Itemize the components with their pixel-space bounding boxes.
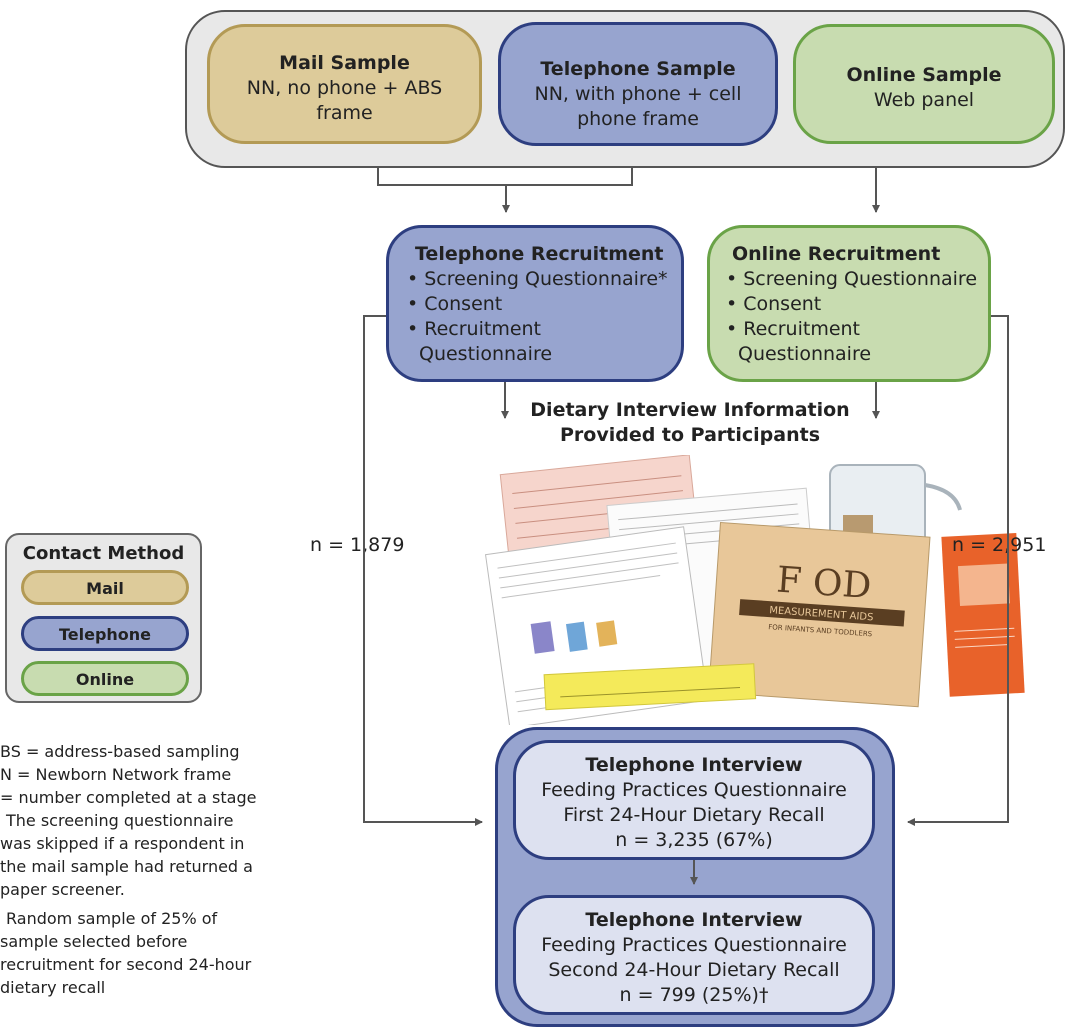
telephone-sample-box: Telephone Sample NN, with phone + cell p… [498,22,778,146]
materials-photo: F OD MEASUREMENT AIDS FOR INFANTS AND TO… [485,455,1025,725]
first-interview-title: Telephone Interview [585,754,803,776]
info-heading-line1: Dietary Interview Information [530,399,850,421]
telephone-recruitment-box: Telephone Recruitment • Screening Questi… [386,225,684,382]
left-bypass-line [363,315,483,826]
online-sample-title: Online Sample [846,64,1002,86]
footnote-line: paper screener. [0,880,125,899]
telephone-sample-desc: NN, with phone + cell phone frame [534,83,742,130]
info-heading-line2: Provided to Participants [559,424,821,446]
first-interview-line3: n = 3,235 (67%) [615,829,773,851]
list-item: • Screening Questionnaire* [407,268,668,290]
online-sample-desc: Web panel [873,89,975,111]
list-item: • Consent [407,293,503,315]
footnote-line: sample selected before [0,932,188,951]
second-interview-line3: n = 799 (25%)† [619,984,769,1006]
footnote-line: The screening questionnaire [6,811,234,830]
legend-title: Contact Method [22,543,185,564]
footnote-line: BS = address-based sampling [0,742,240,761]
first-interview-line2: First 24-Hour Dietary Recall [563,804,825,826]
info-heading: Dietary Interview Information Provided t… [500,398,880,448]
second-interview-line1: Feeding Practices Questionnaire [541,934,847,956]
second-interview-line2: Second 24-Hour Dietary Recall [548,959,840,981]
footnote-line: was skipped if a respondent in [0,834,245,853]
online-sample-box: Online Sample Web panel [793,24,1055,144]
sample-bracket [377,168,633,186]
telephone-recruitment-list: • Screening Questionnaire* • Consent • R… [407,267,681,367]
first-interview-line1: Feeding Practices Questionnaire [541,779,847,801]
footnotes: BS = address-based sampling N = Newborn … [0,741,300,1000]
legend-telephone: Telephone [21,616,189,651]
legend-mail-label: Mail [86,579,124,598]
food-logo-text: F OD [775,560,872,608]
telephone-recruitment-title: Telephone Recruitment [415,243,664,265]
online-recruitment-title: Online Recruitment [732,243,941,265]
list-item: • Recruitment [726,318,861,340]
telephone-sample-title: Telephone Sample [540,58,736,80]
online-recruitment-box: Online Recruitment • Screening Questionn… [707,225,991,382]
yellow-ruler [543,663,757,711]
orange-brochure [941,533,1025,697]
footnote-line: N = Newborn Network frame [0,765,232,784]
footnote-line: = number completed at a stage [0,788,257,807]
footnote-line: recruitment for second 24-hour [0,955,252,974]
legend-mail: Mail [21,570,189,605]
footnote-line: Random sample of 25% of [6,909,218,928]
mail-sample-title: Mail Sample [279,52,410,74]
legend-online: Online [21,661,189,696]
mail-sample-box: Mail Sample NN, no phone + ABS frame [207,24,482,144]
second-interview-title: Telephone Interview [585,909,803,931]
legend-telephone-label: Telephone [58,625,152,644]
contact-method-legend: Contact Method Mail Telephone Online [5,533,202,703]
mail-sample-desc: NN, no phone + ABS frame [246,77,443,124]
footnote-line: the mail sample had returned a [0,857,253,876]
first-interview-box: Telephone Interview Feeding Practices Qu… [513,740,875,860]
food-measurement-booklet: F OD MEASUREMENT AIDS FOR INFANTS AND TO… [708,521,931,708]
right-bypass-line [907,315,1009,826]
list-item: Questionnaire [738,343,872,365]
list-item: • Recruitment [407,318,542,340]
list-item: • Consent [726,293,822,315]
online-recruitment-list: • Screening Questionnaire • Consent • Re… [726,267,988,367]
legend-online-label: Online [75,670,135,689]
count-right: n = 2,951 [952,534,1047,556]
second-interview-box: Telephone Interview Feeding Practices Qu… [513,895,875,1015]
count-left: n = 1,879 [310,534,405,556]
footnote-line: dietary recall [0,978,106,997]
list-item: Questionnaire [419,343,553,365]
list-item: • Screening Questionnaire [726,268,978,290]
